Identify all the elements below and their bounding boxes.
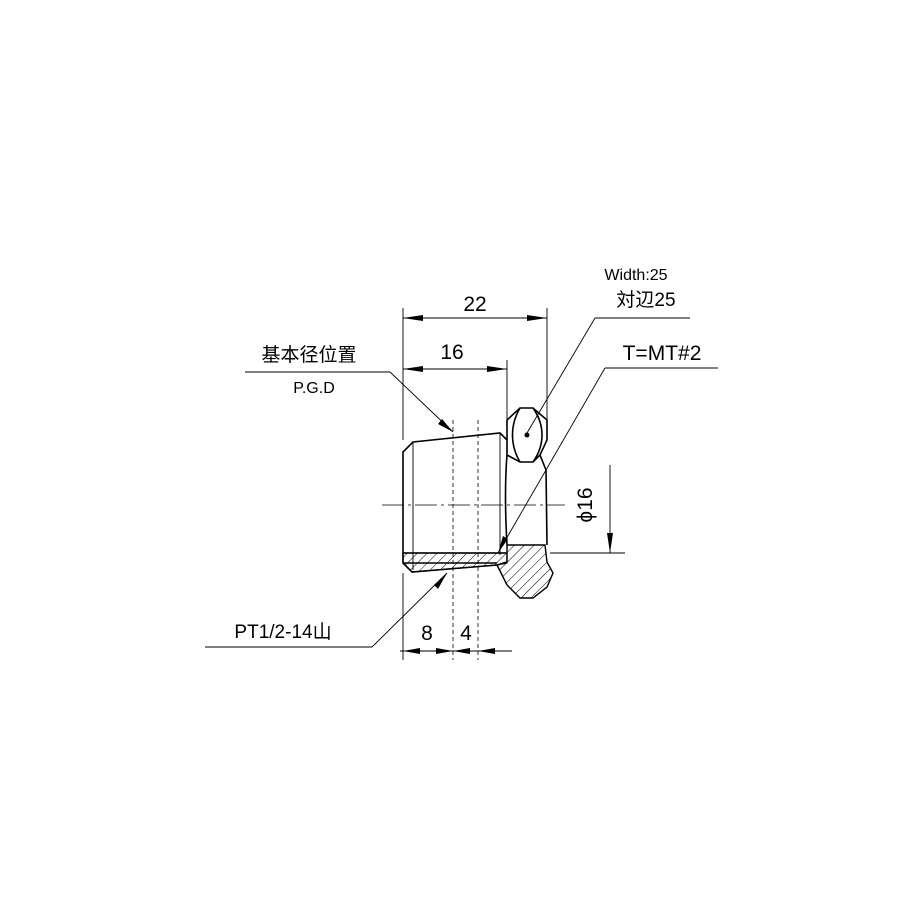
- width-label-text: Width:25: [604, 267, 667, 284]
- pgd-text: P.G.D: [293, 380, 335, 397]
- diameter-dimension: ϕ16: [550, 465, 625, 554]
- dimension-22-text: 22: [463, 293, 486, 316]
- thread-spec-text: PT1/2-14山: [234, 621, 331, 643]
- hex-chamfer-arc: [504, 454, 508, 546]
- dimension-8-text: 8: [421, 622, 433, 645]
- tolerance-leader: T=MT#2: [497, 342, 718, 554]
- dimension-22: 22: [402, 293, 548, 440]
- hex-center-dot: [524, 432, 530, 438]
- thread-spec-leader: PT1/2-14山: [205, 572, 448, 648]
- diameter-text: ϕ16: [574, 487, 597, 522]
- dimension-16-text: 16: [440, 341, 463, 364]
- width-leader: Width:25 対辺25: [526, 267, 690, 434]
- dimension-8-4: 8 4: [400, 573, 512, 660]
- across-flats-text: 対辺25: [616, 289, 675, 311]
- hatched-hex-section: [496, 544, 554, 599]
- tolerance-text: T=MT#2: [623, 342, 702, 365]
- pgd-leader: 基本径位置 P.G.D: [245, 344, 454, 433]
- pgd-jp-text: 基本径位置: [261, 344, 356, 366]
- dimension-16: 16: [403, 341, 508, 420]
- hex-face-arc-right: [532, 407, 543, 463]
- upper-thread-outline: [402, 432, 508, 505]
- dimension-4-text: 4: [460, 622, 472, 645]
- hex-face-arc-upper: [511, 407, 521, 463]
